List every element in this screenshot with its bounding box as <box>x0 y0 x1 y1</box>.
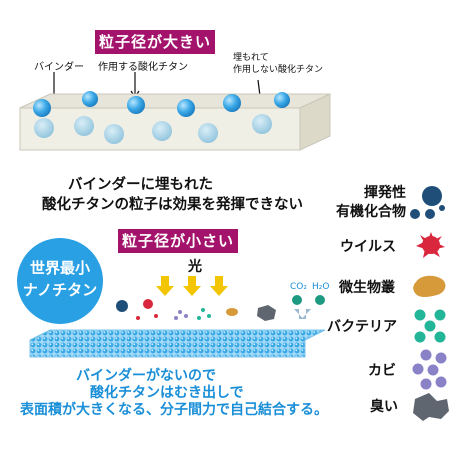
gas-release-arrow <box>294 309 311 319</box>
legend-voc-line1: 揮発性 <box>364 185 406 201</box>
binder-explanation-line1: バインダーに埋もれた <box>68 177 213 193</box>
legend-voc-line2: 有機化合物 <box>336 204 406 220</box>
mold-icon <box>412 349 447 390</box>
legend-mold: カビ <box>368 363 396 379</box>
small-particle-badge: 粒子径が小さい <box>118 229 238 253</box>
odor-icon <box>413 393 449 421</box>
legend-voc: 揮発性 有機化合物 <box>315 184 406 222</box>
surface-particles <box>33 91 290 117</box>
nano-explanation-line2: 酸化チタンはむき出しで <box>90 385 244 401</box>
nano-explanation-line1: バインダーがないので <box>76 368 216 384</box>
bacteria-icon <box>414 309 446 343</box>
binder-block-side <box>299 93 331 151</box>
nano-titanium-line1: 世界最小 <box>29 259 90 277</box>
contaminants <box>116 295 325 321</box>
buried-label-line1: 埋もれて <box>233 53 269 63</box>
nano-titanium-line2: ナノチタン <box>22 281 98 299</box>
active-titanium-label: 作用する酸化チタン <box>98 62 188 73</box>
light-arrows <box>156 276 228 296</box>
co2-label: CO₂ <box>290 282 307 292</box>
buried-label-line2: 作用しない酸化チタン <box>233 65 324 75</box>
microbe-icon <box>413 275 446 297</box>
binder-block-diagram <box>19 72 331 151</box>
nano-explanation-line3: 表面積が大きくなる、分子間力で自己結合する。 <box>20 402 328 418</box>
nano-titanium-circle <box>17 238 103 324</box>
legend-virus: ウイルス <box>340 239 396 255</box>
nano-titanium-surface <box>29 329 326 358</box>
buried-particles <box>34 114 272 144</box>
light-label: 光 <box>188 259 202 275</box>
voc-icon <box>410 186 445 219</box>
binder-label: バインダー <box>34 62 84 73</box>
h2o-label: H₂O <box>312 282 330 292</box>
legend-bacteria: バクテリア <box>327 319 397 335</box>
large-particle-badge: 粒子径が大きい <box>95 30 215 54</box>
legend-microbe: 微生物叢 <box>339 280 395 296</box>
virus-icon <box>416 232 445 258</box>
legend-odor: 臭い <box>370 399 398 415</box>
buried-titanium-label: 埋もれて 作用しない酸化チタン <box>233 52 323 76</box>
binder-explanation-line2: 酸化チタンの粒子は効果を発揮できない <box>42 197 303 213</box>
